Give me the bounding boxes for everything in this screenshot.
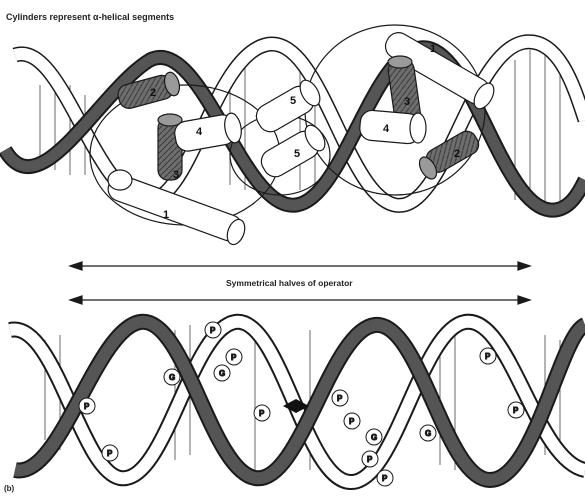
contact-g-2: G <box>214 365 230 381</box>
contact-g-4: G <box>420 425 436 441</box>
contact-p-8: P <box>362 451 378 467</box>
svg-text:G: G <box>425 429 431 438</box>
panel-label: (b) <box>4 484 15 493</box>
contact-p-2: P <box>102 445 118 461</box>
svg-text:P: P <box>210 326 216 335</box>
svg-text:P: P <box>367 455 373 464</box>
bottom-base-pairs <box>45 325 560 470</box>
svg-text:P: P <box>231 353 237 362</box>
contact-p-1: P <box>79 398 95 414</box>
contact-p-3: P <box>205 322 221 338</box>
svg-text:P: P <box>259 409 265 418</box>
svg-text:P: P <box>84 402 90 411</box>
svg-text:P: P <box>485 352 491 361</box>
label-left-2: 2 <box>150 87 156 99</box>
helices-right <box>359 28 498 182</box>
contact-p-10: P <box>480 348 496 364</box>
contact-p-11: P <box>508 402 524 418</box>
svg-text:P: P <box>107 449 113 458</box>
contact-g-1: G <box>164 369 180 385</box>
helix-right-4 <box>359 109 426 144</box>
top-dna-helix <box>5 42 585 210</box>
svg-text:G: G <box>169 373 175 382</box>
contact-p-4: P <box>226 349 242 365</box>
label-right-3: 3 <box>404 96 410 108</box>
svg-text:P: P <box>382 474 388 483</box>
contact-p-9: P <box>377 470 393 486</box>
svg-text:P: P <box>349 417 355 426</box>
contact-g-3: G <box>366 429 382 445</box>
helices-center <box>252 77 329 181</box>
label-right-1: 1 <box>430 43 436 55</box>
label-right-4: 4 <box>383 123 390 135</box>
label-right-2: 2 <box>454 148 460 160</box>
label-center-5b: 5 <box>294 148 300 160</box>
svg-text:G: G <box>371 433 377 442</box>
caption-top: Cylinders represent α-helical segments <box>6 12 174 22</box>
label-left-3: 3 <box>173 169 179 181</box>
label-left-4: 4 <box>196 126 203 138</box>
svg-text:P: P <box>513 406 519 415</box>
svg-text:P: P <box>337 394 343 403</box>
contact-p-7: P <box>344 413 360 429</box>
contact-p-6: P <box>332 390 348 406</box>
svg-text:G: G <box>219 369 225 378</box>
symmetry-label: Symmetrical halves of operator <box>226 278 353 288</box>
label-center-5a: 5 <box>290 95 296 107</box>
label-left-1: 1 <box>163 209 169 221</box>
contact-p-5: P <box>254 405 270 421</box>
